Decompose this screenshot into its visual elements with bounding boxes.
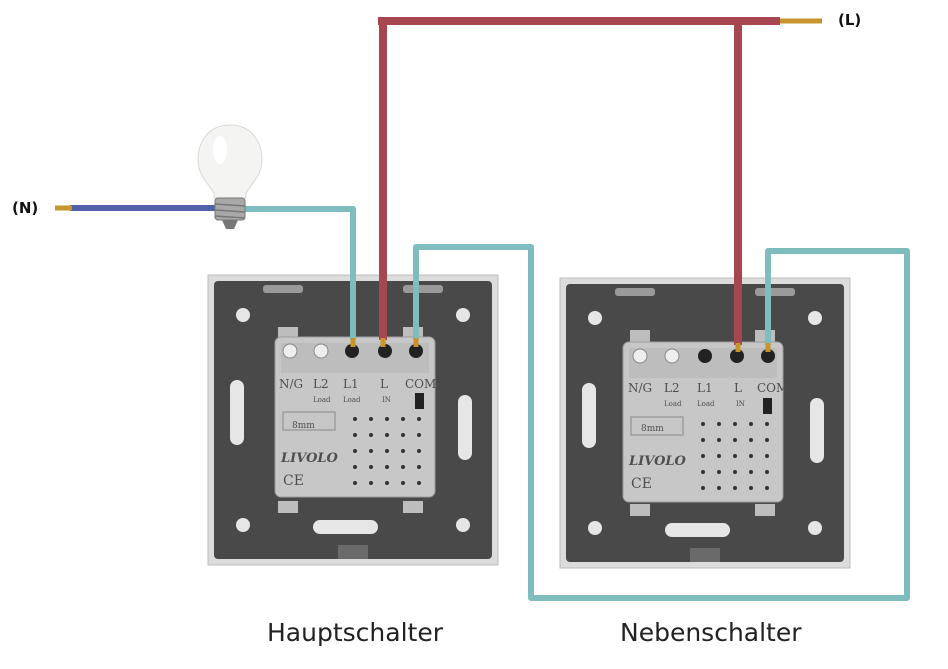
traveller-wire <box>413 244 910 601</box>
main-terminals <box>282 343 423 359</box>
switched-wire-bulb <box>245 206 356 340</box>
aux-terminal-l: L <box>734 381 742 395</box>
main-terminal-l2: L2 <box>313 377 329 391</box>
main-terminal-l1: L1 <box>343 377 359 391</box>
aux-brand: LIVOLO <box>628 454 687 469</box>
main-strip-length: 8mm <box>292 421 315 431</box>
main-terminal-ng: N/G <box>279 377 303 391</box>
aux-ce-mark: CE <box>631 476 652 492</box>
aux-terminal-l2: L2 <box>664 381 680 395</box>
main-switch-caption: Hauptschalter <box>267 618 443 647</box>
neutral-label: (N) <box>12 199 39 217</box>
aux-terminal-ng: N/G <box>628 381 652 395</box>
aux-strip-length: 8mm <box>641 424 664 434</box>
main-sublabel-l1: Load <box>343 396 361 404</box>
main-sublabel-l2: Load <box>313 396 331 404</box>
aux-terminal-l1: L1 <box>697 381 713 395</box>
light-bulb-icon <box>197 124 263 229</box>
main-brand: LIVOLO <box>280 451 339 466</box>
live-label: (L) <box>838 11 862 29</box>
main-terminal-l: L <box>380 377 388 391</box>
main-ce-mark: CE <box>283 473 304 489</box>
main-sublabel-l: IN <box>382 396 391 404</box>
aux-switch-caption: Nebenschalter <box>620 618 802 647</box>
aux-terminals <box>632 348 775 364</box>
aux-terminal-com: COM <box>757 381 788 395</box>
aux-sublabel-l1: Load <box>697 400 715 408</box>
aux-sublabel-l: IN <box>736 400 745 408</box>
aux-sublabel-l2: Load <box>664 400 682 408</box>
main-terminal-com: COM <box>405 377 436 391</box>
